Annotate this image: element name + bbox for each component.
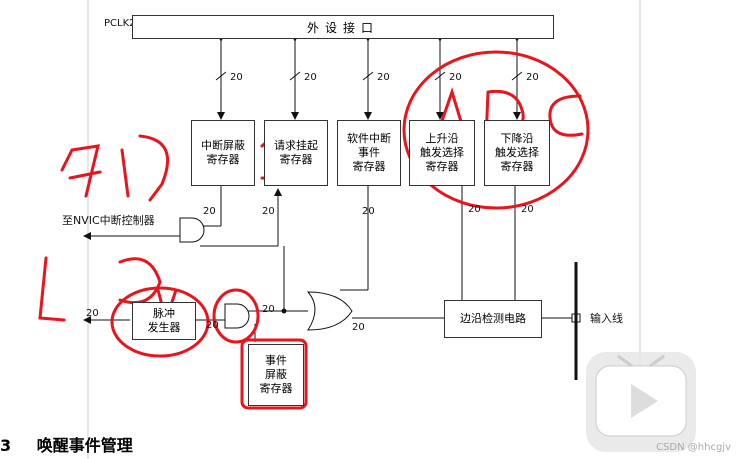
bus-width-13: 20 xyxy=(352,322,365,333)
bus-width-10: 20 xyxy=(521,204,534,215)
bus-width-6: 20 xyxy=(203,206,216,217)
interrupt-mask-line1: 中断屏蔽 xyxy=(201,139,245,152)
section-title: 唤醒事件管理 xyxy=(36,436,133,455)
event-mask-outline xyxy=(240,338,308,410)
event-mask-line1: 事件 xyxy=(265,354,287,367)
section-heading: 3 唤醒事件管理 xyxy=(0,432,133,456)
bus-width-5: 20 xyxy=(526,72,539,83)
pending-line2: 寄存器 xyxy=(279,153,313,166)
bus-width-1: 20 xyxy=(230,72,243,83)
video-overlay-icon[interactable] xyxy=(586,352,696,452)
rising-trigger-register: 上升沿触发选择寄存器 xyxy=(409,120,475,186)
red-annotations xyxy=(38,50,590,410)
adc-circle xyxy=(402,50,590,210)
edge-detect-circuit: 边沿检测电路 xyxy=(444,300,542,338)
handwritten-l xyxy=(38,256,66,322)
handwritten-nei xyxy=(60,144,102,198)
pending-register: 请求挂起寄存器 xyxy=(264,120,328,186)
interrupt-mask-register: 中断屏蔽寄存器 xyxy=(191,120,255,186)
falling-trigger-register: 下降沿触发选择寄存器 xyxy=(484,120,550,186)
pulse-line2: 发生器 xyxy=(147,321,181,334)
handwritten-bu xyxy=(120,134,170,202)
rising-line3: 寄存器 xyxy=(425,160,459,173)
software-line1: 软件中断 xyxy=(347,132,391,145)
bus-width-12: 20 xyxy=(262,304,275,315)
event-mask-line3: 寄存器 xyxy=(259,382,293,395)
event-mask-register: 事件屏蔽寄存器 xyxy=(248,344,304,406)
handwritten-o xyxy=(118,257,162,305)
software-line3: 寄存器 xyxy=(352,160,386,173)
pulse-generator: 脉冲发生器 xyxy=(132,302,196,340)
falling-line3: 寄存器 xyxy=(500,160,534,173)
clock-label: PCLK2 xyxy=(104,18,136,29)
watermark: CSDN @hhcgjv xyxy=(656,442,731,453)
rising-line2: 触发选择 xyxy=(420,146,464,159)
falling-line2: 触发选择 xyxy=(495,146,539,159)
bus-width-3: 20 xyxy=(377,72,390,83)
bus-width-7: 20 xyxy=(262,206,275,217)
software-line2: 事件 xyxy=(358,146,380,159)
rising-line1: 上升沿 xyxy=(425,132,459,145)
bus-width-9: 20 xyxy=(468,204,481,215)
bus-width-11: 20 xyxy=(206,320,219,331)
section-number: 3 xyxy=(0,436,12,455)
nvic-label: 至NVIC中断控制器 xyxy=(62,214,155,227)
bus-width-4: 20 xyxy=(449,72,462,83)
peripheral-bus: 外设接口 xyxy=(132,15,554,39)
event-mask-line2: 屏蔽 xyxy=(265,368,287,381)
handwritten-c xyxy=(548,94,584,137)
pending-line1: 请求挂起 xyxy=(274,139,318,152)
software-interrupt-register: 软件中断事件寄存器 xyxy=(337,120,401,186)
pulse-circle xyxy=(110,286,210,358)
bus-width-8: 20 xyxy=(362,206,375,217)
bus-width-14: 20 xyxy=(86,308,99,319)
pulse-line1: 脉冲 xyxy=(153,307,175,320)
bus-width-2: 20 xyxy=(304,72,317,83)
falling-line1: 下降沿 xyxy=(500,132,534,145)
input-line-label: 输入线 xyxy=(590,312,623,325)
gate-circle xyxy=(212,288,260,344)
interrupt-mask-line2: 寄存器 xyxy=(206,153,240,166)
